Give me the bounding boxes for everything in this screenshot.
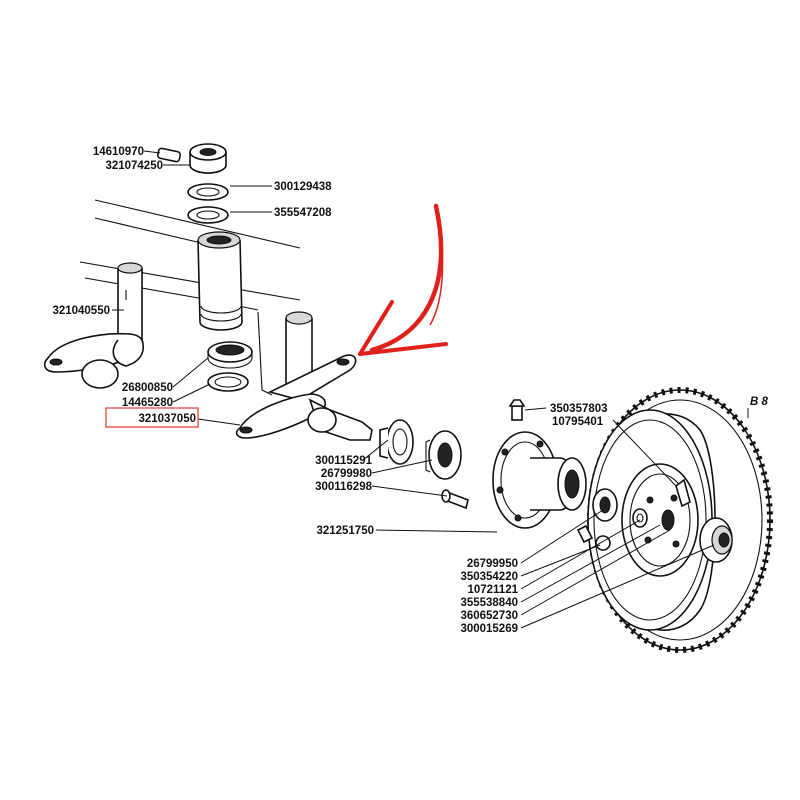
label-350354220: 350354220 bbox=[460, 571, 518, 583]
stud-300116298 bbox=[441, 489, 469, 510]
label-10795401: 10795401 bbox=[552, 416, 604, 428]
label-355547208: 355547208 bbox=[274, 207, 332, 219]
label-321040550: 321040550 bbox=[52, 305, 110, 317]
red-arrow-icon bbox=[358, 203, 448, 356]
label-26799980: 26799980 bbox=[321, 468, 372, 480]
washer-300129438 bbox=[187, 183, 229, 201]
label-321251750: 321251750 bbox=[316, 525, 374, 537]
grease-nipple-350357803 bbox=[508, 399, 526, 421]
bearing-26799980 bbox=[425, 430, 462, 480]
label-14610970: 14610970 bbox=[93, 146, 144, 158]
washer-355547208 bbox=[187, 206, 229, 224]
label-300115291: 300115291 bbox=[315, 455, 373, 467]
kingpin-tube bbox=[197, 231, 243, 331]
label-300116298: 300116298 bbox=[315, 481, 373, 493]
knuckle-321040550 bbox=[43, 262, 144, 389]
part-labels: 14610970 321074250 300129438 355547208 3… bbox=[52, 146, 768, 635]
label-10721121: 10721121 bbox=[467, 584, 518, 596]
label-26799950: 26799950 bbox=[467, 558, 518, 570]
seal-14465280 bbox=[207, 372, 249, 392]
label-360652730: 360652730 bbox=[460, 610, 518, 622]
hub-321251750 bbox=[492, 431, 587, 529]
label-321037050: 321037050 bbox=[138, 413, 196, 425]
label-26800850: 26800850 bbox=[122, 382, 173, 394]
tire-code: B 8 bbox=[750, 396, 769, 408]
cotter-pin-10795401 bbox=[675, 478, 691, 508]
knuckle-321037050 bbox=[235, 311, 373, 441]
label-14465280: 14465280 bbox=[122, 397, 173, 409]
label-300015269: 300015269 bbox=[460, 623, 518, 635]
leader-lines bbox=[112, 150, 749, 629]
hub-cap bbox=[699, 517, 733, 563]
highlight-box bbox=[105, 407, 199, 428]
bearing-26800850 bbox=[207, 341, 253, 369]
label-355538840: 355538840 bbox=[460, 597, 518, 609]
label-321074250: 321074250 bbox=[105, 160, 163, 172]
collar-321074250 bbox=[189, 143, 227, 174]
label-300129438: 300129438 bbox=[274, 181, 332, 193]
label-350357803: 350357803 bbox=[550, 403, 608, 415]
